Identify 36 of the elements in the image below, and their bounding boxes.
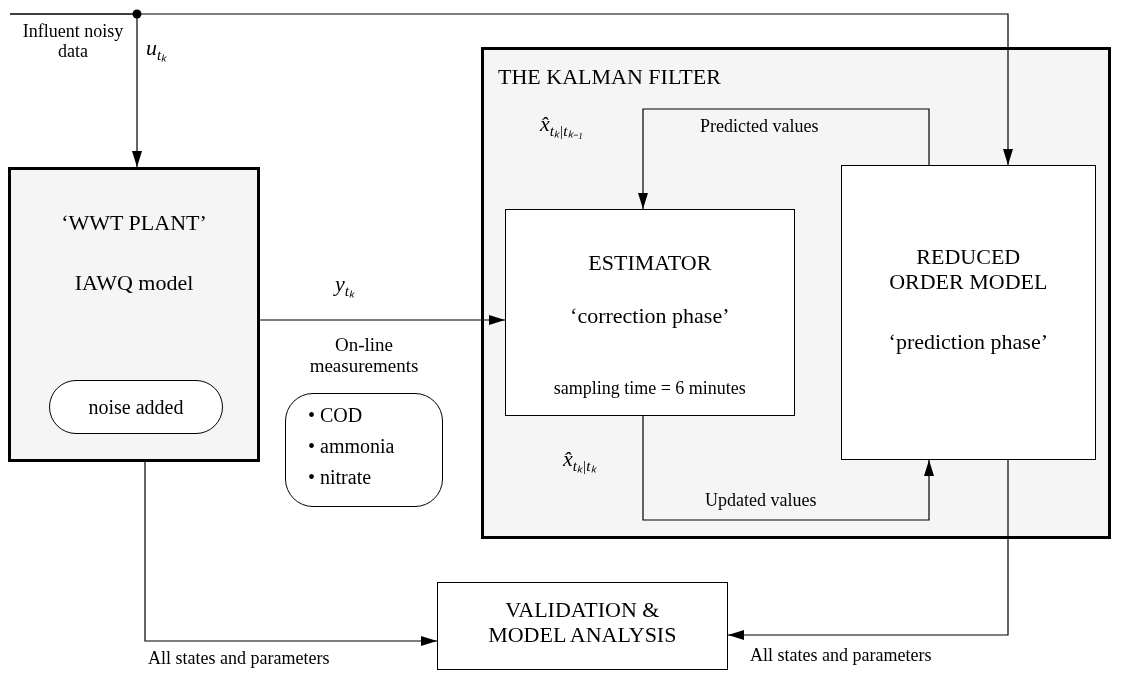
node-text: THE KALMAN FILTER: [498, 64, 721, 90]
edge-label: u$_{tₖ}$: [146, 36, 167, 65]
node-text: VALIDATION & MODEL ANALYSIS: [487, 597, 678, 648]
node-text: ‘WWT PLANT’: [60, 210, 208, 236]
node-text: REDUCED ORDER MODEL: [888, 244, 1049, 295]
process-box: [8, 167, 260, 462]
node-text: IAWQ model: [73, 270, 195, 296]
arrow: [144, 461, 438, 646]
edge-label: All states and parameters: [148, 649, 330, 669]
node-text: ‘prediction phase’: [887, 329, 1049, 355]
edge-label: y$_{tₖ}$: [335, 272, 355, 301]
node-text: sampling time = 6 minutes: [552, 378, 747, 399]
arrow: [638, 108, 930, 210]
node-caption: On-line measurements: [308, 335, 420, 377]
node-text: noise added: [87, 396, 185, 419]
group-box: [481, 47, 1111, 539]
process-box: [505, 209, 795, 416]
edge-label: Updated values: [705, 491, 817, 511]
arrow: [9, 13, 1013, 166]
node-text: ESTIMATOR: [587, 250, 713, 276]
arrow: [727, 459, 1009, 640]
edge-label: All states and parameters: [750, 646, 932, 666]
note-pill: [49, 380, 223, 434]
node-text: • nitrate: [308, 466, 372, 489]
process-box: [841, 165, 1096, 460]
input-label: Influent noisy data: [21, 22, 125, 62]
arrow: [642, 415, 934, 521]
node-text: ‘correction phase’: [569, 303, 731, 329]
arrow: [259, 315, 506, 325]
state-estimate-label: x̂$_{tₖ|tₖ₋₁}$: [540, 112, 583, 141]
node-text: • ammonia: [308, 435, 395, 458]
state-estimate-label: x̂$_{tₖ|tₖ}$: [563, 447, 596, 476]
measurement-list: [285, 393, 443, 507]
node-text: • COD: [308, 404, 363, 427]
process-box: [437, 582, 728, 670]
edge-label: Predicted values: [700, 117, 819, 137]
